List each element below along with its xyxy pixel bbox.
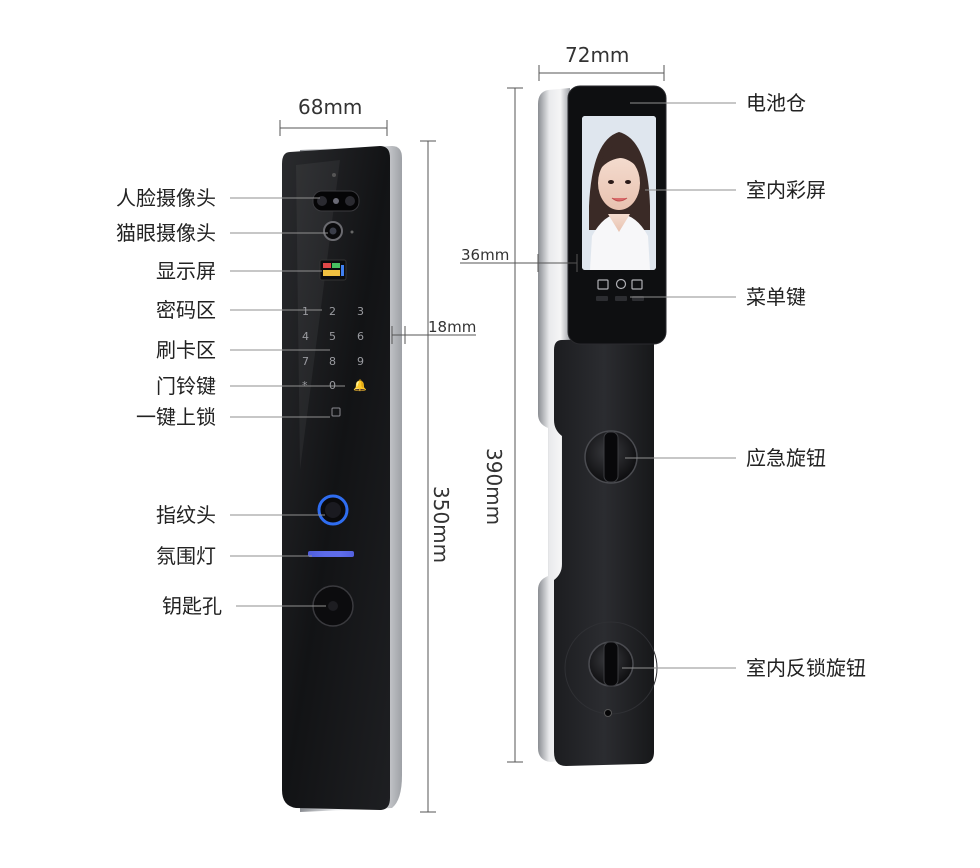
- dim-back-height: 390mm: [482, 448, 506, 526]
- reset-hole: [604, 709, 612, 717]
- dimension-lines: [279, 65, 665, 813]
- emergency-knob: [584, 430, 638, 484]
- back-lock-body: [554, 338, 654, 766]
- indoor-screen-portrait: [582, 116, 656, 270]
- menu-key-unlock: [631, 279, 643, 290]
- label-battery-compartment: 电池仓: [746, 91, 806, 115]
- face-camera-lens-right: [345, 196, 355, 206]
- face-camera-center: [333, 198, 339, 204]
- label-indoor-antilock-knob: 室内反锁旋钮: [746, 656, 866, 680]
- keypad-digit: 0: [329, 379, 336, 392]
- lock-button-icon: [331, 407, 341, 417]
- keypad-digit: 3: [357, 305, 364, 318]
- label-display: 显示屏: [156, 259, 216, 283]
- label-doorbell-key: 门铃键: [156, 374, 216, 398]
- small-display-pixel-red: [323, 263, 331, 268]
- small-display-pixel-yellow: [323, 270, 340, 276]
- dim-back-thickness: 36mm: [461, 246, 510, 264]
- label-menu-key: 菜单键: [746, 285, 806, 309]
- label-keyhole: 钥匙孔: [162, 594, 222, 618]
- keypad-digit: 7: [302, 355, 309, 368]
- front-lock: [282, 146, 402, 812]
- keypad-digit: 5: [329, 330, 336, 343]
- dim-back-width: 72mm: [565, 43, 630, 67]
- label-face-camera: 人脸摄像头: [116, 186, 216, 210]
- indoor-antilock-knob: [564, 621, 658, 717]
- keypad-digit: *: [302, 379, 308, 392]
- label-card-area: 刷卡区: [156, 338, 216, 362]
- ambient-light-sheen: [308, 551, 354, 557]
- back-lock: [538, 85, 667, 766]
- front-lock-face: [282, 146, 390, 810]
- label-ambient-light: 氛围灯: [156, 544, 216, 568]
- keypad-digit: 8: [329, 355, 336, 368]
- label-one-key-lock: 一键上锁: [136, 405, 216, 429]
- keyhole-cylinder: [328, 601, 338, 611]
- keypad-digit: 1: [302, 305, 309, 318]
- fingerprint-sensor-core: [325, 502, 341, 518]
- label-emergency-knob: 应急旋钮: [746, 446, 826, 470]
- label-peephole-camera: 猫眼摄像头: [116, 221, 216, 245]
- keypad-digit: 2: [329, 305, 336, 318]
- peephole-indicator: [350, 230, 354, 234]
- menu-key-bar-2: [615, 296, 627, 301]
- face-camera-sensor: [332, 173, 336, 177]
- peephole-camera-lens: [329, 227, 337, 235]
- label-fingerprint: 指纹头: [156, 503, 216, 527]
- menu-key-power: [615, 278, 627, 290]
- dim-front-width: 68mm: [298, 95, 363, 119]
- small-display-pixel-green: [332, 263, 340, 268]
- keypad-digit: 🔔: [353, 379, 367, 392]
- menu-key-lock: [597, 279, 609, 290]
- leader-lines: [230, 102, 736, 669]
- keypad-digit: 6: [357, 330, 364, 343]
- menu-key-bar-1: [596, 296, 608, 301]
- small-display-pixel-blue: [341, 265, 344, 276]
- keypad-digit: 9: [357, 355, 364, 368]
- label-password-area: 密码区: [156, 298, 216, 322]
- dim-front-thickness: 18mm: [428, 318, 477, 336]
- keypad-digit: 4: [302, 330, 309, 343]
- dim-front-height: 350mm: [429, 486, 453, 564]
- label-indoor-color-screen: 室内彩屏: [746, 178, 826, 202]
